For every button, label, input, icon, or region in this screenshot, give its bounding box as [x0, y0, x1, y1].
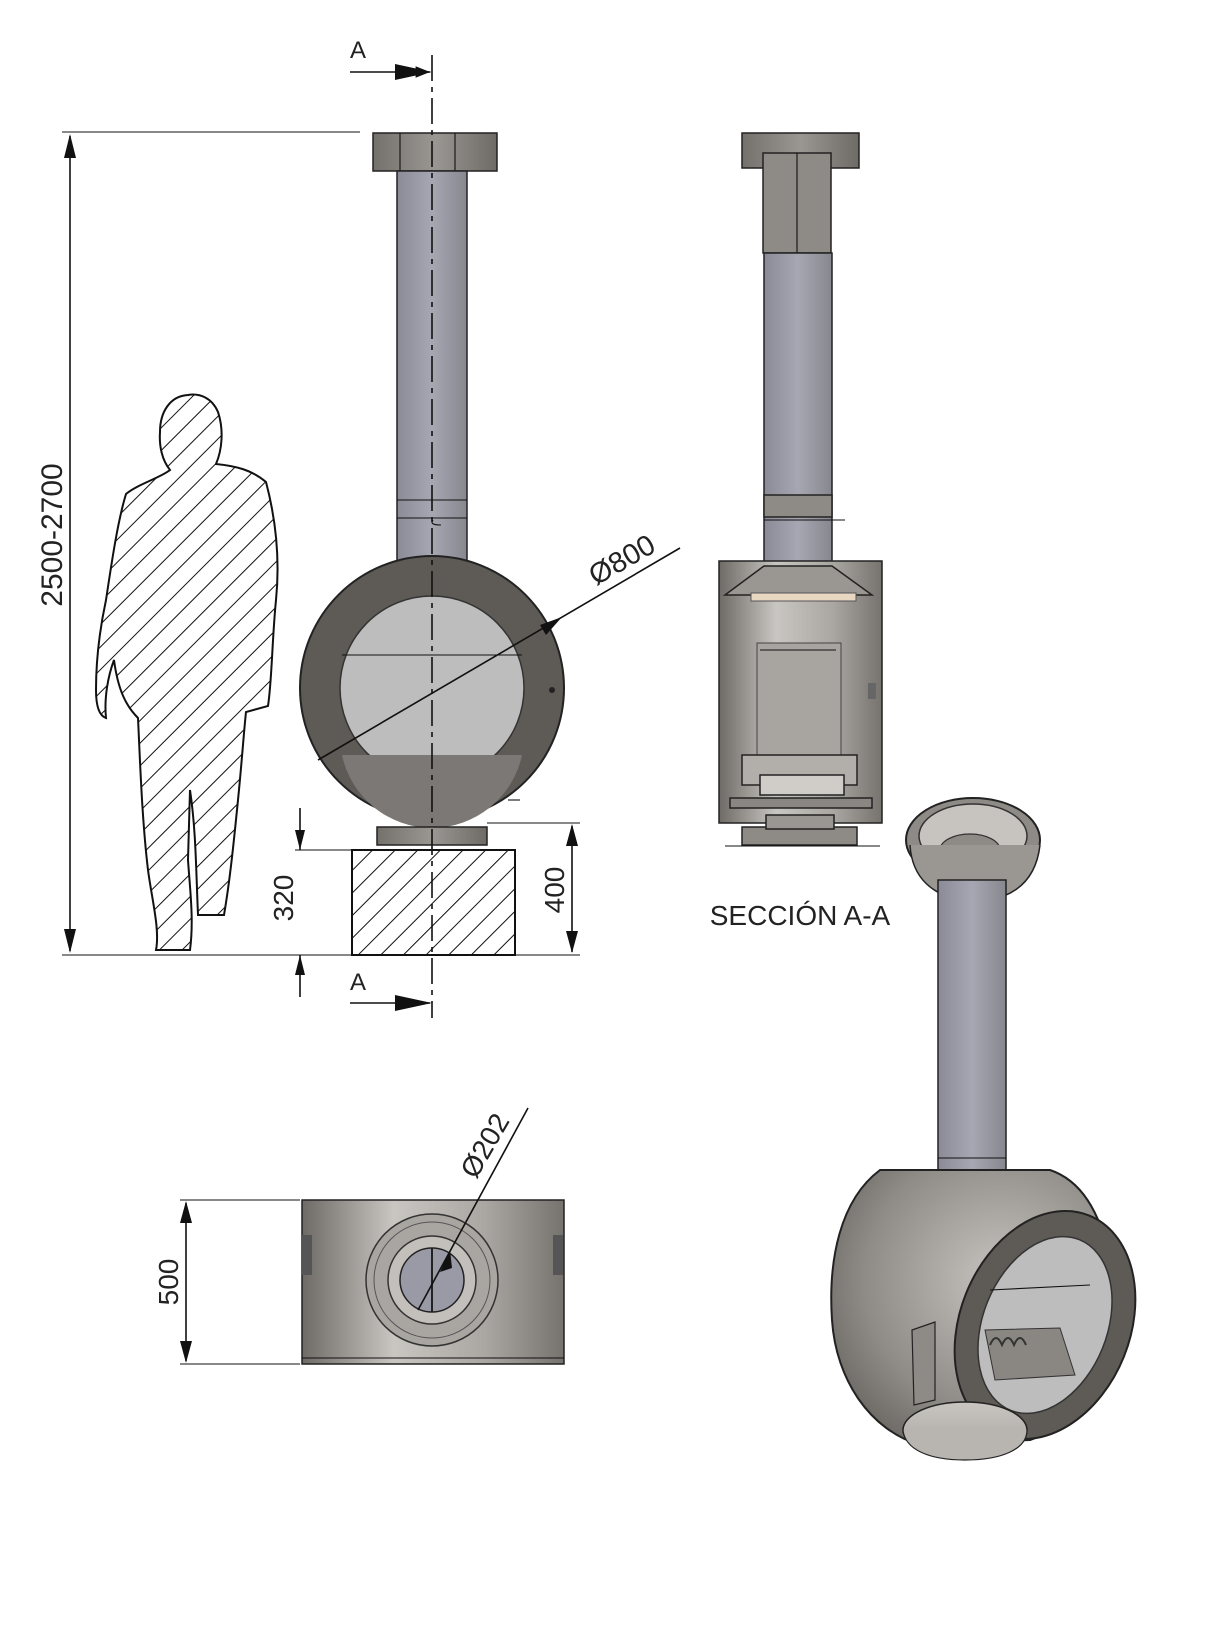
- dimension-500-label: 500: [153, 1259, 184, 1306]
- section-title: SECCIÓN A-A: [710, 900, 891, 931]
- dimension-320-label: 320: [268, 875, 299, 922]
- section-view: SECCIÓN A-A: [710, 132, 891, 931]
- section-marker-top-label: A: [350, 37, 366, 64]
- isometric-view: [830, 797, 1137, 1461]
- dimension-320: 320: [268, 808, 352, 997]
- dimension-400: 400: [487, 822, 580, 953]
- total-height-dimension: 2500-2700: [36, 131, 360, 956]
- total-height-label: 2500-2700: [36, 463, 69, 606]
- front-view: A 2500-2700: [36, 37, 681, 1018]
- plinth: [351, 849, 516, 956]
- human-silhouette: [94, 393, 279, 951]
- ceiling-collar: [372, 132, 498, 172]
- dimension-400-label: 400: [539, 867, 570, 914]
- section-marker-bottom-label: A: [350, 969, 366, 996]
- section-marker-top: A: [350, 37, 432, 80]
- flue-diameter-label: Ø202: [454, 1108, 515, 1183]
- section-marker-bottom: A: [350, 969, 432, 1011]
- dimension-500: 500: [153, 1199, 300, 1365]
